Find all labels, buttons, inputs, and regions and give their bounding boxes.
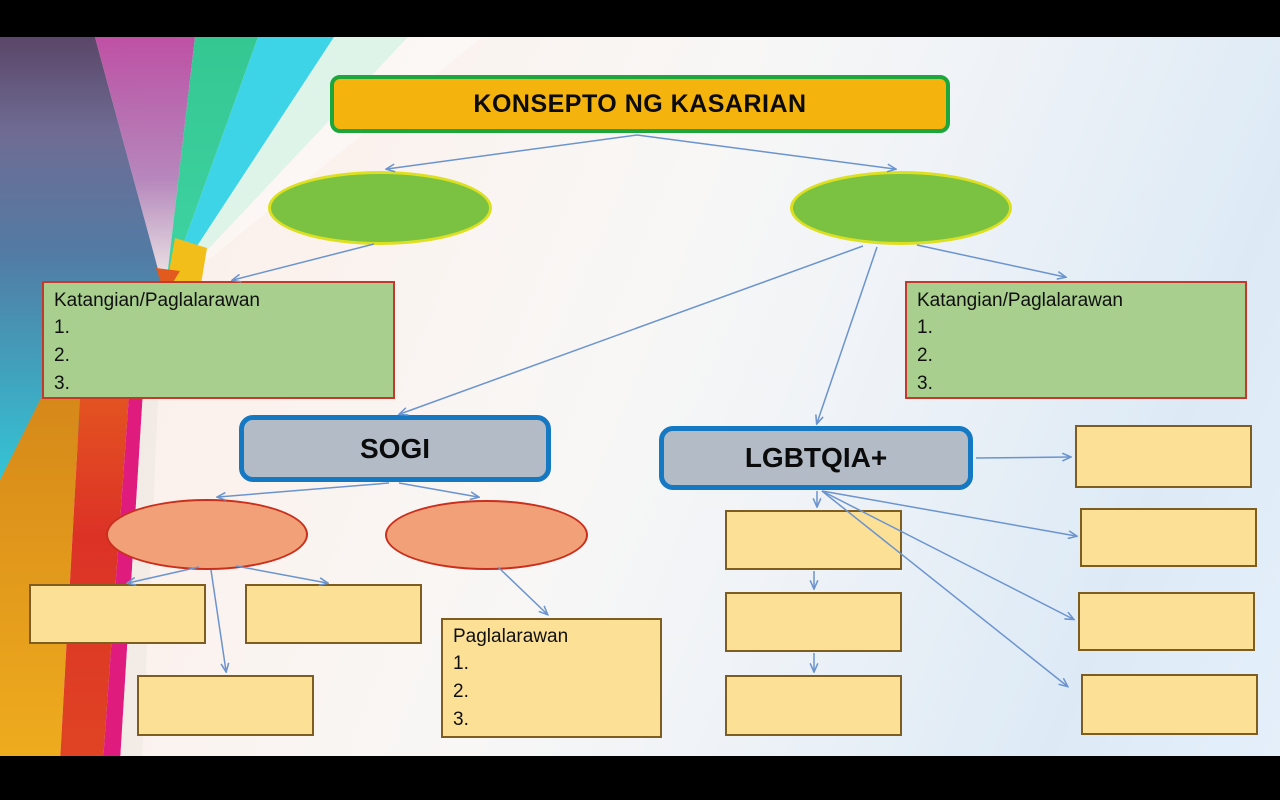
letterbox-top	[0, 0, 1280, 37]
katangian-left-item-2: 2.	[54, 345, 70, 366]
paglalarawan-item-2: 2.	[453, 681, 469, 702]
katangian-box-right: Katangian/Paglalarawan 1. 2. 3.	[905, 281, 1247, 399]
katangian-right-item-1: 1.	[917, 317, 933, 338]
blank-box-middle-3	[725, 675, 902, 736]
orange-ellipse-right	[385, 500, 588, 570]
blank-box-left-2	[245, 584, 422, 644]
slide-title: KONSEPTO NG KASARIAN	[473, 89, 807, 118]
green-ellipse-left	[268, 171, 492, 245]
paglalarawan-item-1: 1.	[453, 653, 469, 674]
blank-box-right-4	[1081, 674, 1258, 735]
katangian-right-item-2: 2.	[917, 345, 933, 366]
sogi-label: SOGI	[359, 432, 430, 464]
blank-box-left-3	[137, 675, 314, 736]
paglalarawan-box: Paglalarawan 1. 2. 3.	[441, 618, 662, 738]
title-box: KONSEPTO NG KASARIAN	[330, 75, 950, 133]
green-ellipse-right	[790, 171, 1012, 245]
blank-box-middle-2	[725, 592, 902, 652]
lgbtq-label: LGBTQIA+	[744, 442, 888, 473]
blank-box-middle-1	[725, 510, 902, 570]
blank-box-right-3	[1078, 592, 1255, 651]
paglalarawan-item-3: 3.	[453, 709, 469, 730]
blank-box-right-1	[1075, 425, 1252, 488]
katangian-left-item-3: 3.	[54, 373, 70, 394]
katangian-right-heading: Katangian/Paglalarawan	[917, 290, 1123, 311]
blank-box-right-2	[1080, 508, 1257, 567]
katangian-left-heading: Katangian/Paglalarawan	[54, 290, 260, 311]
blank-box-left-1	[29, 584, 206, 644]
katangian-box-left: Katangian/Paglalarawan 1. 2. 3.	[42, 281, 395, 399]
katangian-left-item-1: 1.	[54, 317, 70, 338]
paglalarawan-heading: Paglalarawan	[453, 626, 569, 647]
lgbtq-node: LGBTQIA+	[659, 426, 973, 490]
letterbox-bottom	[0, 756, 1280, 800]
katangian-right-item-3: 3.	[917, 373, 933, 394]
sogi-node: SOGI	[239, 415, 551, 482]
orange-ellipse-left	[106, 499, 308, 570]
